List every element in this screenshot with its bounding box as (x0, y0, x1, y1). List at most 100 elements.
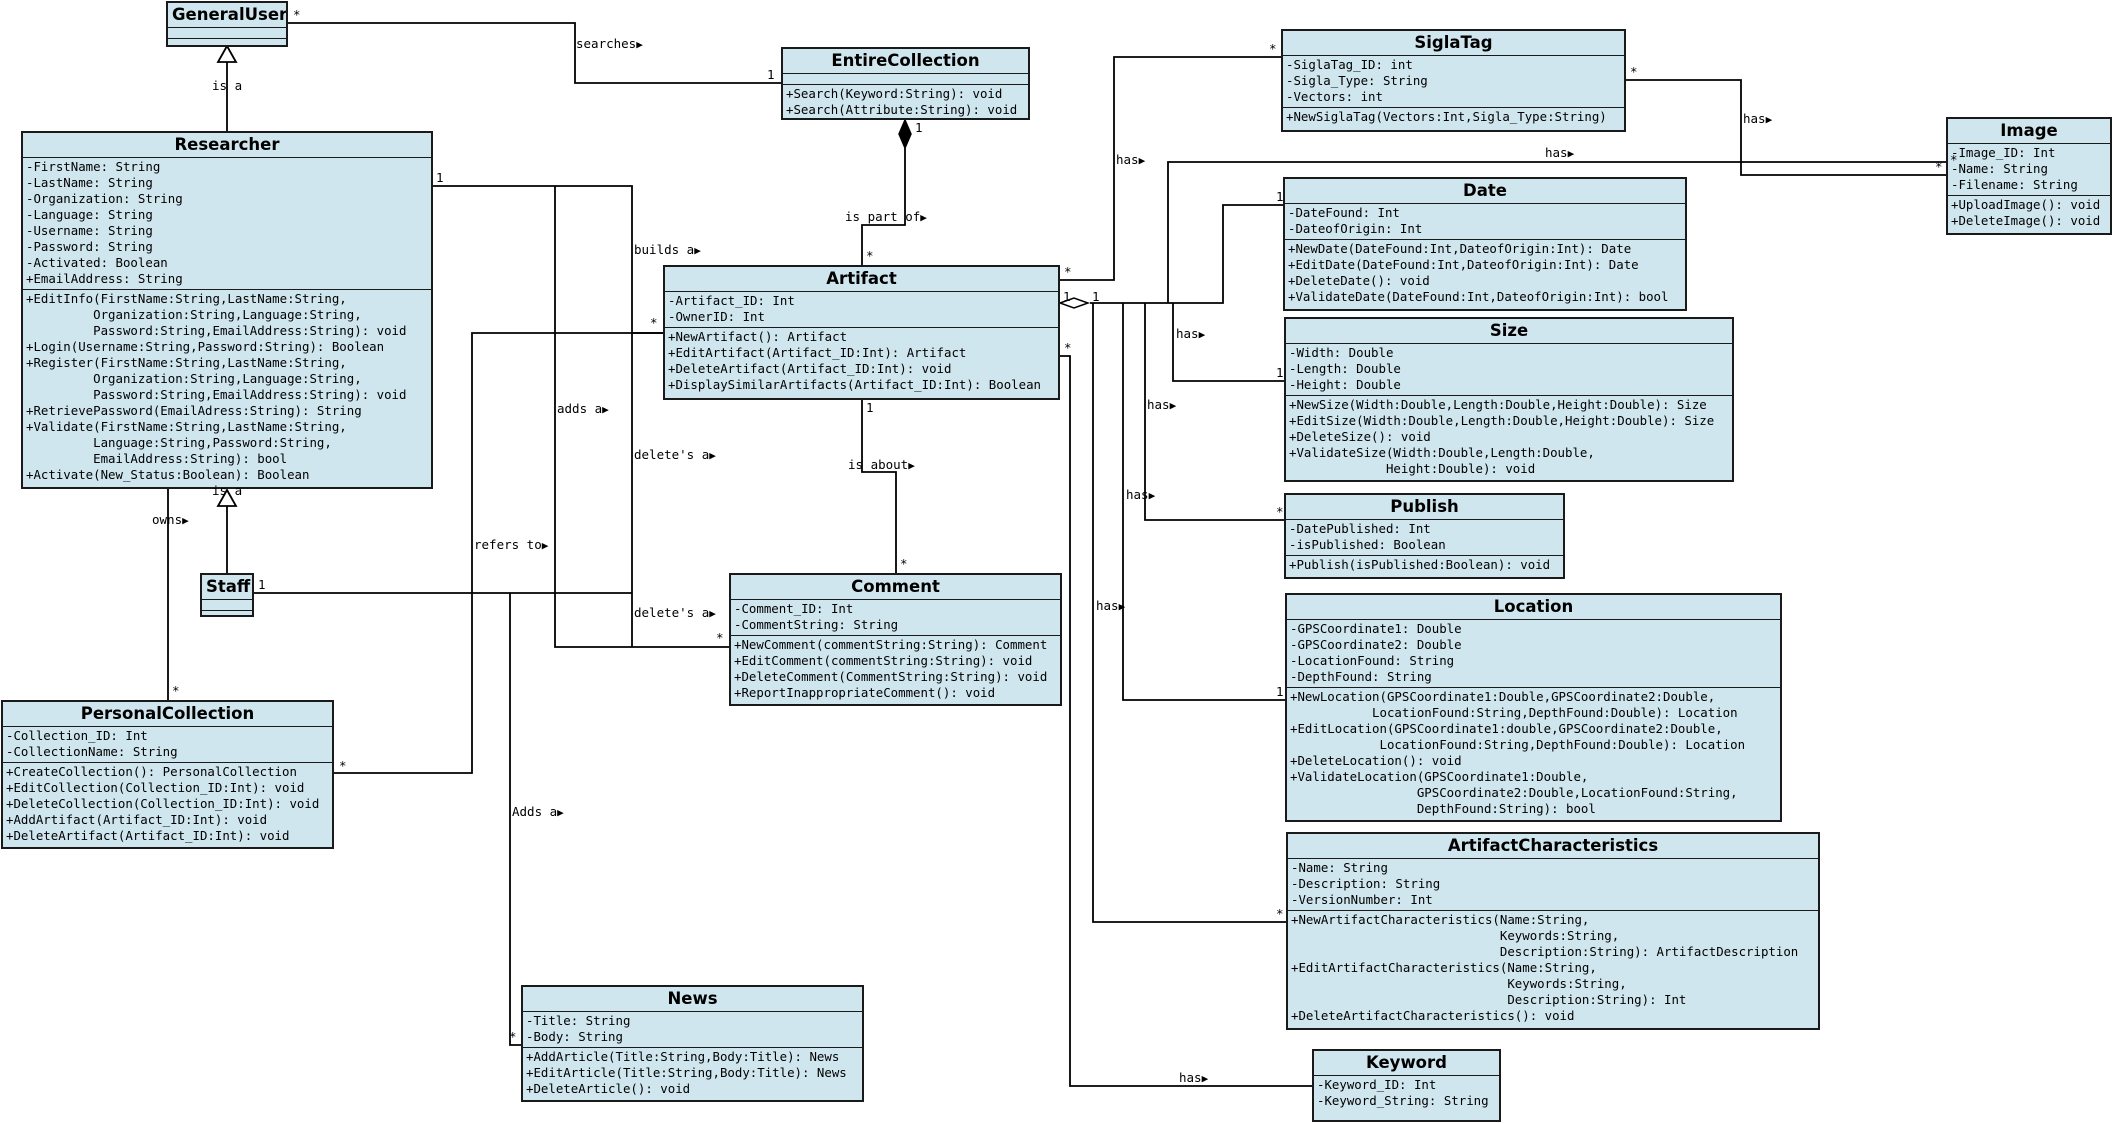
attribute: -Keyword_String: String (1317, 1093, 1489, 1108)
methods-section: +NewSize(Width:Double,Length:Double,Heig… (1286, 395, 1732, 479)
class-image[interactable]: Image -Image_ID: Int -Name: String -File… (1946, 117, 2112, 235)
methods-section (202, 610, 252, 615)
method: DepthFound:String): bool (1290, 801, 1596, 816)
label-has-publish: has▶ (1147, 397, 1177, 413)
label-deletes-a-2: delete's a▶ (634, 605, 716, 621)
method: +NewLocation(GPSCoordinate1:Double,GPSCo… (1290, 689, 1716, 704)
class-siglatag[interactable]: SiglaTag -SiglaTag_ID: int -Sigla_Type: … (1281, 29, 1626, 132)
method: +CreateCollection(): PersonalCollection (6, 764, 297, 779)
attribute: -Sigla_Type: String (1286, 73, 1428, 88)
class-name: Researcher (174, 135, 280, 154)
attribute: -DatePublished: Int (1289, 521, 1431, 536)
method: +NewSiglaTag(Vectors:Int,Sigla_Type:Stri… (1286, 109, 1607, 124)
mult-publish-star: * (1276, 504, 1284, 519)
class-artifact[interactable]: Artifact -Artifact_ID: Int -OwnerID: Int… (663, 265, 1060, 400)
class-publish[interactable]: Publish -DatePublished: Int -isPublished… (1284, 493, 1565, 579)
attribute: -OwnerID: Int (668, 309, 765, 324)
class-generaluser[interactable]: GeneralUser (166, 1, 288, 47)
method: +EditArtifactCharacteristics(Name:String… (1291, 960, 1597, 975)
label-searches: searches▶ (576, 36, 643, 52)
attributes-section (168, 27, 286, 38)
class-name: Comment (851, 577, 940, 596)
method: +ValidateLocation(GPSCoordinate1:Double, (1290, 769, 1589, 784)
label-is-about: is about▶ (848, 457, 915, 473)
class-location[interactable]: Location -GPSCoordinate1: Double -GPSCoo… (1285, 593, 1782, 822)
class-date[interactable]: Date -DateFound: Int -DateofOrigin: Int … (1283, 177, 1687, 311)
method: +EditCollection(Collection_ID:Int): void (6, 780, 305, 795)
method: +EditArtifact(Artifact_ID:Int): Artifact (668, 345, 967, 360)
class-keyword[interactable]: Keyword -Keyword_ID: Int -Keyword_String… (1312, 1049, 1501, 1122)
methods-section (168, 38, 286, 45)
mult-news-star: * (509, 1029, 517, 1044)
method: +ReportInappropriateComment(): void (734, 685, 996, 700)
method: +EditArticle(Title:String,Body:Title): N… (526, 1065, 847, 1080)
class-name: GeneralUser (172, 5, 288, 24)
method: +DeleteArticle(): void (526, 1081, 691, 1096)
method: +Validate(FirstName:String,LastName:Stri… (26, 419, 347, 434)
label-is-a-top: is a (212, 78, 243, 93)
attribute: -Name: String (1291, 860, 1388, 875)
label-adds-a-news: Adds a▶ (512, 804, 564, 820)
method: +Register(FirstName:String,LastName:Stri… (26, 355, 347, 370)
attribute: -Username: String (26, 223, 153, 238)
method: +UploadImage(): void (1951, 197, 2101, 212)
attributes-section: -SiglaTag_ID: int -Sigla_Type: String -V… (1283, 55, 1624, 107)
methods-section: +Search(Keyword:String): void +Search(At… (783, 84, 1028, 118)
attribute: -FirstName: String (26, 159, 161, 174)
attribute: -Description: String (1291, 876, 1441, 891)
class-name: Date (1463, 181, 1507, 200)
methods-section: +EditInfo(FirstName:String,LastName:Stri… (23, 289, 431, 485)
attribute: -Password: String (26, 239, 153, 254)
class-personalcollection[interactable]: PersonalCollection -Collection_ID: Int -… (1, 700, 334, 849)
mult-sigla-right-star: * (1630, 64, 1638, 79)
label-has-publish-2: has▶ (1126, 487, 1156, 503)
mult-pc-right-star: * (339, 758, 347, 773)
method: +DeleteArtifact(Artifact_ID:Int): void (6, 828, 290, 843)
mult-location-one: 1 (1276, 684, 1284, 699)
class-name: ArtifactCharacteristics (1447, 836, 1659, 855)
label-has-image-top: has▶ (1545, 145, 1575, 161)
attribute: -GPSCoordinate2: Double (1290, 637, 1462, 652)
method: Language:String,Password:String, (26, 435, 332, 450)
attributes-section: -DateFound: Int -DateofOrigin: Int (1285, 203, 1685, 239)
label-deletes-a-1: delete's a▶ (634, 447, 716, 463)
label-is-a-staff: is a (212, 483, 243, 498)
class-name: EntireCollection (831, 51, 980, 70)
method: Password:String,EmailAddress:String): vo… (26, 323, 407, 338)
class-name: SiglaTag (1414, 33, 1493, 52)
attribute: -VersionNumber: Int (1291, 892, 1433, 907)
attributes-section: -Comment_ID: Int -CommentString: String (731, 599, 1060, 635)
mult-art-right-one: 1 (1063, 289, 1071, 304)
mult-ec-one: 1 (767, 67, 775, 82)
method: +DisplaySimilarArtifacts(Artifact_ID:Int… (668, 377, 1041, 392)
attribute: -Organization: String (26, 191, 183, 206)
method: +AddArtifact(Artifact_ID:Int): void (6, 812, 268, 827)
class-researcher[interactable]: Researcher -FirstName: String -LastName:… (21, 131, 433, 489)
attribute: -Name: String (1951, 161, 2048, 176)
methods-section: +NewDate(DateFound:Int,DateofOrigin:Int)… (1285, 239, 1685, 307)
attribute: -Artifact_ID: Int (668, 293, 795, 308)
methods-section: +AddArticle(Title:String,Body:Title): Ne… (523, 1047, 862, 1099)
attributes-section: -Image_ID: Int -Name: String -Filename: … (1948, 143, 2110, 195)
attributes-section: -Title: String -Body: String (523, 1011, 862, 1047)
class-entirecollection[interactable]: EntireCollection +Search(Keyword:String)… (781, 47, 1030, 120)
mult-staff-one: 1 (258, 577, 266, 592)
mult-art-top-star: * (866, 248, 874, 263)
class-size[interactable]: Size -Width: Double -Length: Double -Hei… (1284, 317, 1734, 482)
class-news[interactable]: News -Title: String -Body: String +AddAr… (521, 985, 864, 1102)
method: +NewSize(Width:Double,Length:Double,Heig… (1289, 397, 1707, 412)
mult-image-star2: * (1950, 152, 1958, 167)
method: +DeleteComment(CommentString:String): vo… (734, 669, 1048, 684)
attribute: -LocationFound: String (1290, 653, 1455, 668)
attribute: -SiglaTag_ID: int (1286, 57, 1413, 72)
class-staff[interactable]: Staff (200, 573, 254, 617)
class-comment[interactable]: Comment -Comment_ID: Int -CommentString:… (729, 573, 1062, 706)
mult-date-one: 1 (1276, 189, 1284, 204)
label-has-sigla: has▶ (1116, 152, 1146, 168)
class-artifactcharacteristics[interactable]: ArtifactCharacteristics -Name: String -D… (1286, 832, 1820, 1030)
attribute: -LastName: String (26, 175, 153, 190)
method: +AddArticle(Title:String,Body:Title): Ne… (526, 1049, 840, 1064)
attributes-section: -Keyword_ID: Int -Keyword_String: String (1314, 1075, 1499, 1111)
attribute: -GPSCoordinate1: Double (1290, 621, 1462, 636)
